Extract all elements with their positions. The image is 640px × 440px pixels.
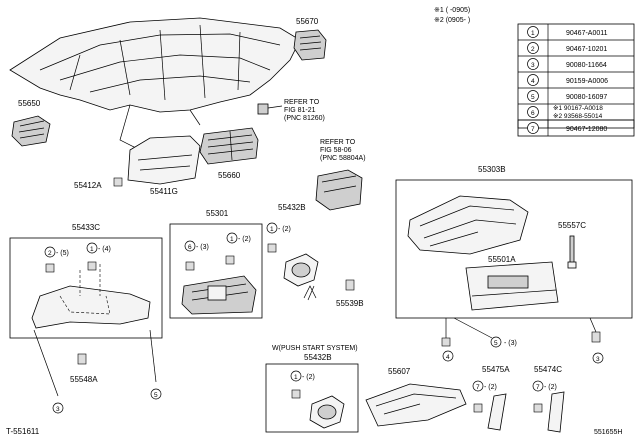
label-55650: 55650	[18, 99, 41, 108]
legend-num-6: 6	[531, 110, 535, 117]
label-55433C: 55433C	[72, 223, 100, 232]
part-55660-vent	[199, 127, 259, 165]
dashboard-reinforcement	[9, 17, 301, 151]
label-55474C: 55474C	[534, 365, 562, 374]
part-55557C-damper	[567, 235, 577, 269]
label-55432B: 55432B	[278, 203, 306, 212]
part-55475A-trim	[487, 393, 507, 431]
callout-num-5-b: 5	[494, 340, 498, 347]
callout-num-5-a: 5	[154, 392, 158, 399]
part-58804A-module	[315, 169, 363, 211]
label-55411G: 55411G	[150, 187, 178, 196]
callout-6-3: - (3)	[196, 244, 209, 251]
label-55501A: 55501A	[488, 255, 516, 264]
legend-num-2: 2	[531, 46, 535, 53]
legend-code-6a: ※1 90167-A0018	[553, 105, 603, 112]
legend-code-4: 90159-A0006	[566, 78, 608, 85]
part-55670-vent	[293, 29, 327, 61]
callout-num-2-a: 2	[48, 250, 52, 257]
legend-num-3: 3	[531, 62, 535, 69]
connector-81260	[257, 103, 283, 115]
part-55474C-trim	[547, 391, 565, 433]
legend-table: 1 90467-A0011 2 90467-10201 3 90080-1166…	[517, 23, 635, 129]
part-55539B-clip	[345, 279, 355, 291]
part-55501A-door	[465, 261, 559, 311]
legend-row-7: 7 90467-12080	[517, 119, 635, 137]
legend-code-6b: ※2 93568-55014	[553, 113, 603, 120]
callout-num-1-a: 1	[90, 246, 94, 253]
label-55539B: 55539B	[336, 299, 364, 308]
label-push-start: W(PUSH START SYSTEM)	[272, 345, 358, 352]
callout-1-2-a: - (2)	[238, 236, 251, 243]
callout-5-3: - (3)	[504, 340, 517, 347]
part-55607-undercover	[365, 383, 467, 427]
callout-num-7-a: 7	[476, 384, 480, 391]
legend-code-7: 90467-12080	[566, 126, 607, 133]
callout-2-5: - (5)	[56, 250, 69, 257]
callout-num-1-c: 1	[270, 226, 274, 233]
callout-num-3-b: 3	[596, 356, 600, 363]
figure-id: T-551611	[6, 427, 40, 436]
legend-num-7: 7	[531, 126, 535, 133]
callout-7-2-b: - (2)	[544, 384, 557, 391]
refer-81-line2: FIG 81-21	[284, 107, 316, 114]
note-2: ※2 (0905- )	[434, 17, 470, 24]
part-55432B-bezel	[283, 253, 319, 287]
label-55607: 55607	[388, 367, 411, 376]
refer-81-line1: REFER TO	[284, 99, 320, 106]
frame-push-start	[265, 363, 359, 433]
legend-num-1: 1	[531, 30, 535, 37]
label-55660: 55660	[218, 171, 241, 180]
legend-code-5: 90080-16097	[566, 94, 607, 101]
part-55301-register	[181, 275, 257, 315]
label-55670: 55670	[296, 17, 319, 26]
label-55475A: 55475A	[482, 365, 510, 374]
callout-1-2-b: - (2)	[278, 226, 291, 233]
refer-58-line3: (PNC 58804A)	[320, 155, 366, 162]
callout-num-6-a: 6	[188, 244, 192, 251]
callout-num-1-b: 1	[230, 236, 234, 243]
callout-1-4: - (4)	[98, 246, 111, 253]
refer-81-line3: (PNC 81260)	[284, 115, 325, 122]
part-55412A-clip	[113, 177, 123, 187]
legend-num-5: 5	[531, 94, 535, 101]
part-55650-vent	[11, 115, 51, 147]
legend-code-3: 90080-11664	[566, 62, 607, 69]
legend-num-4: 4	[531, 78, 535, 85]
label-55557C: 55557C	[558, 221, 586, 230]
refer-58-line1: REFER TO	[320, 139, 356, 146]
label-55301: 55301	[206, 209, 229, 218]
callout-1-2-c: - (2)	[302, 374, 315, 381]
part-55548A-clip	[77, 353, 87, 365]
note-1: ※1 ( -0905)	[434, 7, 470, 14]
callout-num-4-a: 4	[446, 354, 450, 361]
callout-7-2-a: - (2)	[484, 384, 497, 391]
figure-code: 551655H	[594, 429, 622, 436]
part-55411G-hood	[127, 135, 201, 185]
part-55432B-lower-bezel	[309, 395, 345, 429]
label-55548A: 55548A	[70, 375, 98, 384]
callout-num-1-d: 1	[294, 374, 298, 381]
frame-55303B	[395, 179, 633, 319]
callout-num-3-a: 3	[56, 406, 60, 413]
part-55433C-panel	[31, 264, 151, 329]
label-55303B: 55303B	[478, 165, 506, 174]
part-55303B-glovebox	[407, 195, 529, 255]
legend-code-2: 90467-10201	[566, 46, 607, 53]
label-55412A: 55412A	[74, 181, 102, 190]
callout-num-7-b: 7	[536, 384, 540, 391]
frame-55433C	[9, 237, 163, 339]
legend-code-1: 90467-A0011	[566, 30, 608, 37]
frame-55301	[169, 223, 263, 319]
refer-58-line2: FIG 58-06	[320, 147, 352, 154]
label-55432B-lower: 55432B	[304, 353, 332, 362]
